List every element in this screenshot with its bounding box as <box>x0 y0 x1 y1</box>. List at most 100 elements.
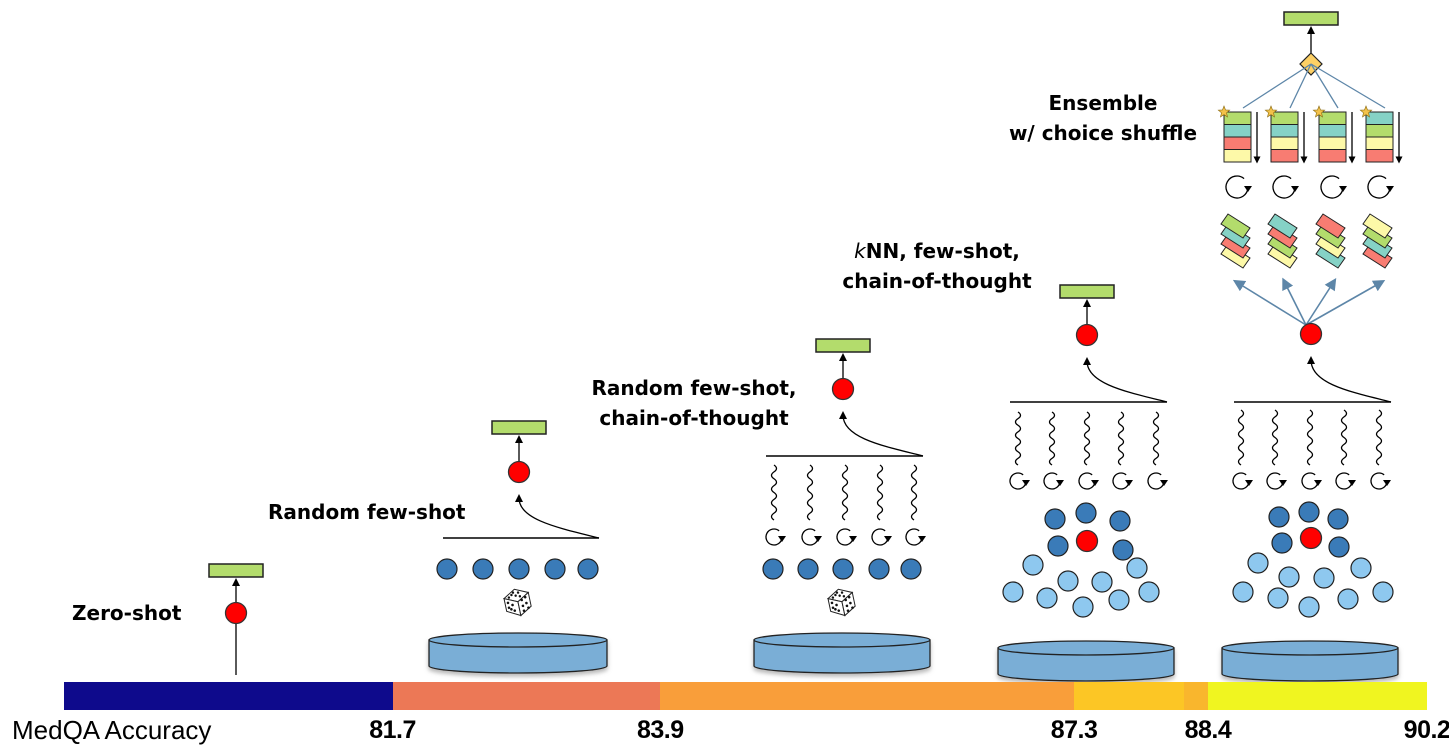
dice-pip <box>840 591 844 594</box>
stage-random-few-shot <box>428 420 608 674</box>
stage-label-knn-few-shot-cot: kNN, few-shot, chain-of-thought <box>826 236 1048 296</box>
stage-label-line: Ensemble <box>1048 91 1158 115</box>
refresh-cycle-icon <box>1043 472 1064 490</box>
choice-stack <box>1359 105 1403 164</box>
example-dark <box>1044 508 1066 530</box>
cycle-arrowhead <box>1314 480 1322 486</box>
dice-pip <box>511 591 515 594</box>
tick-label: 83.9 <box>636 716 684 744</box>
stage-label-line: Random few-shot, <box>591 376 797 400</box>
shuffled-card <box>1220 213 1251 239</box>
star-icon <box>1359 105 1373 118</box>
refresh-cycle-icon <box>871 528 892 546</box>
answer-box <box>491 420 547 435</box>
dice-pip <box>831 596 835 599</box>
dice-pip <box>851 606 854 610</box>
stage-label-zero-shot: Zero-shot <box>72 601 182 625</box>
dice-face <box>841 591 856 617</box>
cycle-arc <box>1367 175 1391 199</box>
refresh-cycle-icon <box>1367 175 1394 199</box>
dice-pip <box>835 603 838 607</box>
example-dark <box>832 558 854 580</box>
cycle-arrowhead <box>1339 186 1347 192</box>
database-icon <box>428 632 608 674</box>
cycle-arrowhead <box>1279 480 1287 486</box>
cycle-arc <box>1043 472 1061 490</box>
knn-rest: NN, few-shot, <box>865 239 1020 263</box>
stage-label-random-few-shot-cot: Random few-shot, chain-of-thought <box>578 373 810 433</box>
stage-label-ensemble: Ensemble w/ choice shuffle <box>990 88 1216 148</box>
database-top <box>753 632 931 648</box>
refresh-cycle-icon <box>836 528 857 546</box>
refresh-cycle-icon <box>765 528 786 546</box>
refresh-cycle-icon <box>1335 472 1356 490</box>
refresh-cycle-icon <box>1266 472 1287 490</box>
accuracy-segment <box>64 682 393 710</box>
choice-option <box>1223 111 1252 125</box>
example-light <box>1278 566 1300 588</box>
example-dark <box>900 558 922 580</box>
reasoning-squiggle <box>770 464 778 521</box>
shuffled-stack <box>1267 213 1298 269</box>
database-top <box>428 632 608 648</box>
database-icon <box>997 640 1175 682</box>
choice-option <box>1270 111 1299 125</box>
star-icon <box>1217 105 1231 118</box>
refresh-cycle-icon <box>1078 472 1099 490</box>
dice-pip <box>844 598 847 602</box>
reasoning-squiggle <box>1375 409 1383 466</box>
example-dark <box>1075 502 1097 524</box>
dice-pip <box>835 591 839 594</box>
shuffled-stack <box>1362 213 1393 269</box>
dice-pip <box>838 594 841 597</box>
dice-pip <box>842 595 846 598</box>
refresh-cycle-icon <box>1320 175 1347 199</box>
choice-stack <box>1264 105 1308 164</box>
cycle-arrowhead <box>1383 480 1391 486</box>
cycle-arrowhead <box>1244 186 1252 192</box>
example-dark <box>1298 501 1320 523</box>
model-node <box>1075 529 1099 553</box>
example-dark <box>544 558 566 580</box>
refresh-cycle-icon <box>801 528 822 546</box>
dice-pip <box>513 609 517 612</box>
example-light <box>1022 554 1044 576</box>
stage-label-line: chain-of-thought <box>842 269 1032 293</box>
example-dark <box>1268 506 1290 528</box>
reasoning-squiggle <box>1048 411 1056 466</box>
choice-option <box>1270 124 1299 138</box>
cycle-arc <box>1225 175 1249 199</box>
cycle-arc <box>801 528 819 546</box>
cycle-arc <box>1266 472 1284 490</box>
stage-zero-shot <box>208 563 264 675</box>
stage-knn-few-shot-cot <box>997 284 1175 682</box>
reasoning-squiggle <box>1152 411 1160 466</box>
cycle-arc <box>1112 472 1130 490</box>
cycle-arc <box>871 528 889 546</box>
dice-pip <box>525 601 528 605</box>
reasoning-squiggle <box>1271 409 1279 466</box>
cycle-arrowhead <box>1091 480 1099 486</box>
example-dark <box>1109 510 1131 532</box>
cycle-arrowhead <box>1348 480 1356 486</box>
cycle-arrowhead <box>814 536 822 542</box>
reasoning-squiggle <box>910 464 918 521</box>
cycle-arc <box>1232 472 1250 490</box>
database-body <box>997 647 1175 682</box>
example-light <box>1350 557 1372 579</box>
choice-option <box>1318 111 1347 125</box>
context-curve-arrow <box>1307 356 1392 403</box>
cycle-arc <box>1320 175 1344 199</box>
reasoning-squiggle <box>1117 411 1125 466</box>
refresh-cycle-icon <box>905 528 926 546</box>
star-icon <box>1264 105 1278 118</box>
example-light <box>1313 567 1335 589</box>
cycle-arrowhead <box>1291 186 1299 192</box>
stage-ensemble <box>1217 11 1403 682</box>
example-dark <box>762 558 784 580</box>
choice-stack <box>1312 105 1356 164</box>
star-icon <box>1312 105 1326 118</box>
choice-option <box>1365 124 1394 138</box>
stage-label-line: chain-of-thought <box>599 406 789 430</box>
